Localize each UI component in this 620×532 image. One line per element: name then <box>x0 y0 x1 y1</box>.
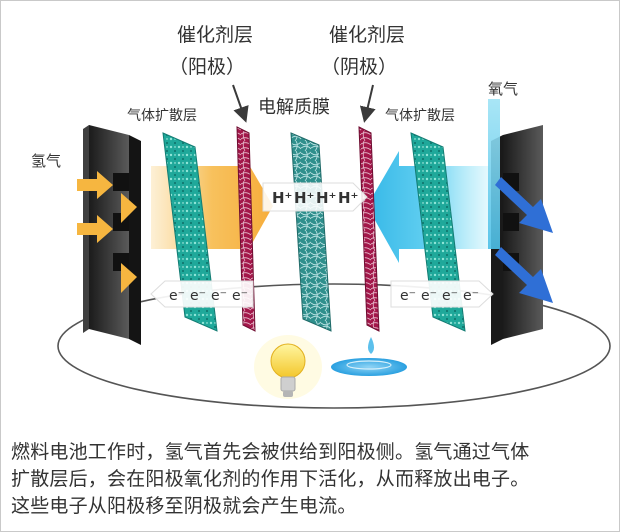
hydrogen-label: 氢气 <box>31 152 61 170</box>
electron-flow-banner-left <box>150 280 254 308</box>
cathode-catalyst-pointer <box>359 84 376 123</box>
proton-label: H⁺ <box>272 189 292 207</box>
caption-line: 扩散层后，会在阳极氧化剂的作用下活化，从而释放出电子。 <box>11 468 530 490</box>
anode-catalyst-pointer <box>232 84 249 123</box>
electron-label: e⁻ <box>463 288 479 304</box>
electron-label: e⁻ <box>169 288 185 304</box>
proton-flow-banner <box>262 182 368 212</box>
caption-text: 燃料电池工作时，氢气首先会被供给到阳极侧。氢气通过气体 扩散层后，会在阳极氧化剂… <box>11 439 611 520</box>
gas-diffusion-label-left: 气体扩散层 <box>127 108 197 124</box>
electrolyte-membrane <box>290 132 332 332</box>
proton-label: H⁺ <box>294 189 314 207</box>
oxygen-label: 氧气 <box>488 80 518 98</box>
anode-catalyst-layer <box>236 126 256 332</box>
electron-label: e⁻ <box>211 288 227 304</box>
oxygen-outlet-arrows <box>495 177 553 303</box>
electron-label: e⁻ <box>400 288 416 304</box>
proton-label: H⁺ <box>316 189 336 207</box>
external-circuit-wire <box>57 283 611 409</box>
electron-label: e⁻ <box>232 288 248 304</box>
electron-label: e⁻ <box>442 288 458 304</box>
hydrogen-inlet-arrows <box>77 171 137 293</box>
oxygen-inlet-strip <box>488 99 500 249</box>
electron-label: e⁻ <box>190 288 206 304</box>
anode-catalyst-subtitle: （阳极） <box>169 56 245 78</box>
water-droplet-icon <box>331 337 407 376</box>
caption-line: 这些电子从阳极移至阴极就会产生电流。 <box>11 495 357 517</box>
electron-label: e⁻ <box>421 288 437 304</box>
cathode-catalyst-layer <box>358 126 380 332</box>
proton-label: H⁺ <box>338 189 358 207</box>
electron-flow-banner-right <box>390 280 494 308</box>
anode-catalyst-title: 催化剂层 <box>177 24 253 46</box>
cathode-catalyst-title: 催化剂层 <box>329 24 405 46</box>
membrane-label: 电解质膜 <box>258 97 330 118</box>
gas-diffusion-label-right: 气体扩散层 <box>385 108 455 124</box>
cathode-catalyst-subtitle: （阴极） <box>321 56 397 78</box>
fuel-cell-diagram: H⁺ H⁺ H⁺ H⁺ e⁻ e⁻ e⁻ e⁻ e⁻ e⁻ e⁻ e⁻ 催化剂层… <box>31 24 611 409</box>
light-bulb-icon <box>254 335 322 399</box>
caption-line: 燃料电池工作时，氢气首先会被供给到阳极侧。氢气通过气体 <box>11 441 530 463</box>
